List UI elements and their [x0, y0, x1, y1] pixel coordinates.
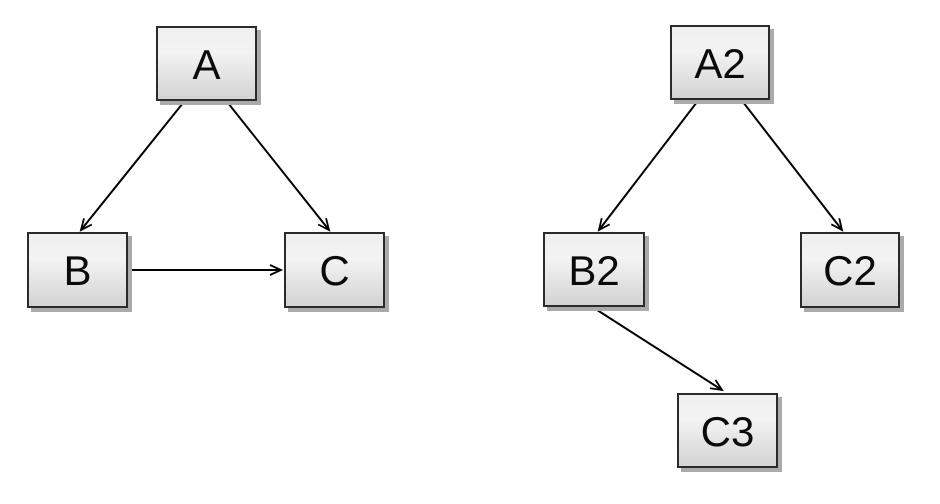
node-c-label: C	[319, 247, 350, 294]
node-a-label: A	[192, 40, 221, 88]
node-b2-label: B2	[568, 246, 620, 294]
node-c3-label: C3	[700, 407, 755, 455]
edge-b2-to-c3	[593, 307, 724, 392]
node-b-label: B	[63, 247, 92, 294]
node-a2-label: A2	[694, 39, 746, 87]
edge-a-to-c	[227, 102, 331, 232]
edge-a2-to-b2	[597, 101, 698, 232]
edge-a2-to-c2	[742, 101, 844, 232]
edge-a-to-b	[79, 102, 184, 232]
node-c2-label: C2	[823, 247, 877, 294]
node-a2: A2	[670, 25, 770, 100]
node-c3: C3	[677, 393, 778, 468]
node-c: C	[284, 232, 385, 308]
node-c2: C2	[800, 232, 900, 308]
node-a: A	[156, 26, 257, 101]
node-b: B	[27, 232, 128, 308]
node-b2: B2	[543, 232, 645, 307]
